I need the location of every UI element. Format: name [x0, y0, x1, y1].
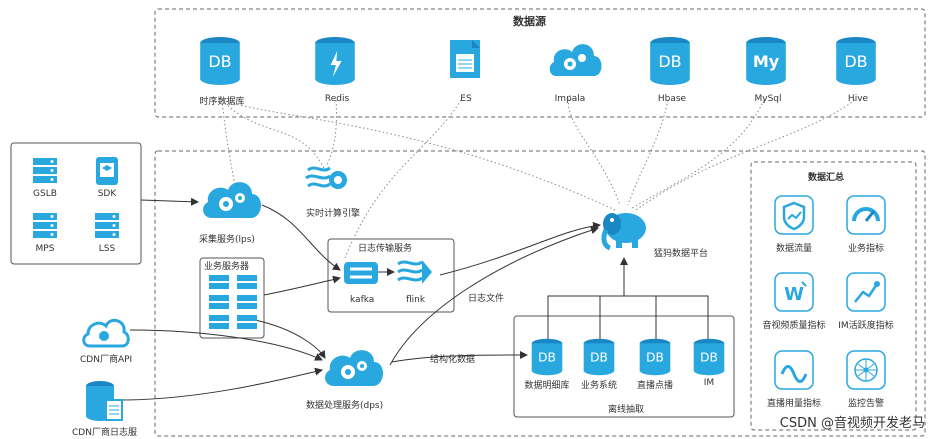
biz-server-frame	[199, 257, 265, 339]
log-transport-label: 日志传输服务	[358, 244, 413, 254]
data-source-label: Redis	[324, 94, 350, 104]
gauge-icon	[846, 195, 886, 235]
client-label: LSS	[98, 244, 116, 254]
client-label: MPS	[35, 244, 55, 254]
flink-label: flink	[406, 295, 426, 305]
offline-db-label: IM	[703, 378, 715, 388]
data-source-frame	[154, 8, 926, 118]
cdn-api-cloud-icon	[82, 318, 130, 348]
flink-icon	[397, 260, 432, 284]
offline-frame	[513, 315, 735, 418]
dps-cloud-icon	[325, 350, 383, 386]
wave-icon	[774, 350, 814, 390]
dps-label: 数据处理服务(dps)	[306, 401, 384, 411]
client-frame	[10, 142, 142, 265]
mammoth-elephant-icon	[601, 213, 646, 251]
database-icon: DB	[650, 37, 690, 85]
cloud-gear-icon	[549, 44, 602, 76]
svg-text:DB: DB	[646, 351, 664, 365]
log-transport-frame	[327, 238, 455, 313]
data-source-item: Redis	[313, 36, 361, 110]
data-source-item: DB Hive	[834, 36, 882, 110]
data-source-item: ES	[442, 36, 490, 110]
offline-db-label: 数据明细库	[524, 381, 570, 391]
kafka-label: kafka	[350, 295, 375, 305]
main-frame	[154, 150, 926, 437]
svg-text:DB: DB	[590, 351, 608, 365]
data-source-label: ES	[460, 94, 472, 104]
data-source-label: Hive	[847, 94, 869, 104]
offline-db-label: 直播点播	[636, 381, 673, 391]
structured-data-label: 结构化数据	[430, 355, 476, 365]
summary-title: 数据汇总	[808, 173, 845, 183]
offline-label: 离线抽取	[608, 405, 645, 415]
server-icon	[33, 158, 57, 183]
collect-service-cloud-icon	[203, 182, 261, 218]
database-icon: DB	[836, 37, 876, 85]
client-label: SDK	[97, 189, 117, 199]
kafka-icon	[344, 262, 378, 284]
realtime-engine-icon	[305, 166, 347, 189]
database-icon	[315, 37, 355, 85]
trend-icon	[846, 272, 886, 312]
cdn-api-label: CDN厂商API	[80, 355, 133, 365]
client-label: GSLB	[33, 189, 57, 199]
cdn-log-db-icon	[86, 381, 123, 421]
document-icon	[450, 40, 480, 78]
svg-text:DB: DB	[538, 351, 556, 365]
svg-text:W: W	[784, 284, 804, 305]
data-source-label: 时序数据库	[199, 97, 245, 107]
data-sources-title: 数据源	[513, 15, 546, 28]
tablet-icon	[96, 157, 118, 185]
summary-label: 业务指标	[847, 244, 884, 254]
data-source-label: Hbase	[657, 94, 687, 104]
database-icon: DB	[200, 37, 240, 85]
svg-text:DB: DB	[844, 52, 867, 71]
database-icon: DB	[531, 338, 563, 376]
data-source-item: Impala	[546, 36, 602, 110]
summary-label: 数据流量	[775, 244, 812, 254]
summary-label: 音视频质量指标	[762, 321, 826, 331]
realtime-engine-label: 实时计算引擎	[306, 209, 361, 219]
watermark: CSDN @音视频开发老马	[779, 416, 925, 431]
cdn-log-label: CDN厂商日志服	[72, 428, 137, 438]
svg-text:My: My	[753, 52, 780, 71]
w-chart-icon: W	[774, 272, 814, 312]
data-source-item: DB 时序数据库	[198, 36, 246, 110]
svg-text:DB: DB	[700, 351, 718, 365]
log-file-label: 日志文件	[468, 294, 505, 304]
database-icon: DB	[693, 338, 725, 376]
database-icon: DB	[583, 338, 615, 376]
network-icon	[846, 350, 886, 390]
summary-frame	[750, 161, 917, 431]
database-icon: DB	[639, 338, 671, 376]
server-icon	[95, 213, 119, 238]
mammoth-label: 猛犸数据平台	[654, 249, 709, 259]
summary-label: 直播用量指标	[766, 399, 821, 409]
svg-text:DB: DB	[208, 52, 231, 71]
svg-text:DB: DB	[658, 52, 681, 71]
summary-label: 监控告警	[847, 399, 884, 409]
collect-service-label: 采集服务(lps)	[199, 235, 255, 245]
server-icon	[33, 213, 57, 238]
data-source-label: Impala	[554, 94, 586, 104]
biz-servers-label: 业务服务器	[204, 262, 250, 272]
data-source-item: DB Hbase	[648, 36, 696, 110]
shield-chart-icon	[774, 195, 814, 235]
database-icon: My	[746, 37, 786, 85]
summary-label: IM活跃度指标	[838, 321, 894, 331]
data-source-label: MySql	[754, 94, 782, 104]
offline-db-label: 业务系统	[580, 381, 617, 391]
